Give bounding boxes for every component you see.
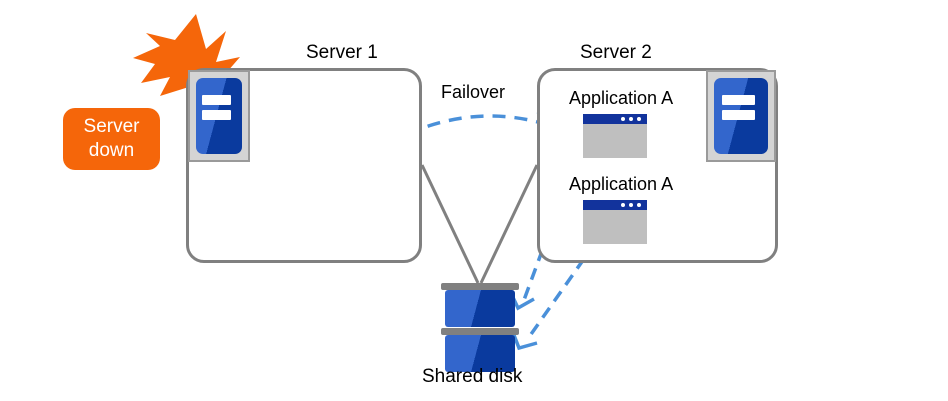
application-a-label-1: Application A (569, 88, 674, 108)
shared-disk-label: Shared disk (422, 366, 523, 387)
application-window-icon-1 (583, 114, 647, 158)
server1-server-machine-icon (188, 70, 250, 162)
connector-server1-to-disk (420, 164, 480, 284)
server-down-callout: Server down (63, 108, 160, 170)
server2-server-machine-icon (706, 70, 776, 162)
shared-disk-icon (441, 283, 519, 373)
failover-label: Failover (441, 82, 506, 102)
server-down-line-2: down (88, 140, 135, 161)
server1-title: Server 1 (306, 42, 378, 63)
application-window-icon-2 (583, 200, 647, 244)
server-down-line-1: Server (83, 116, 140, 138)
application-a-label-2: Application A (569, 174, 674, 194)
server2-title: Server 2 (580, 42, 652, 63)
failover-dashed-arrow-path (406, 114, 546, 136)
server1-box (186, 68, 422, 263)
connector-server2-to-disk (479, 164, 539, 284)
